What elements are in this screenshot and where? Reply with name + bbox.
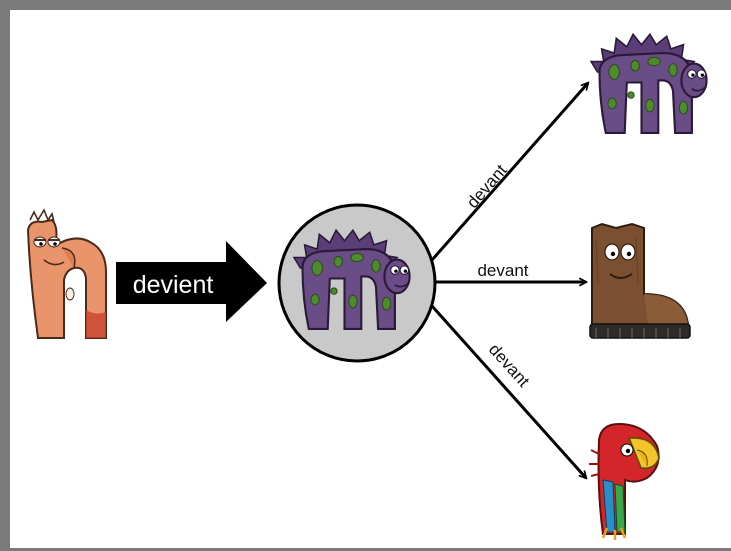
branch-label-bottom: devant <box>485 340 533 391</box>
arrow-to-m <box>430 83 588 261</box>
letter-n-character <box>26 208 107 339</box>
devient-label: devient <box>133 271 214 299</box>
parrot-p-character <box>589 422 660 540</box>
branch-arrows <box>430 83 588 478</box>
branch-label-top: devant <box>463 161 511 212</box>
boot-b-character <box>589 222 691 339</box>
devient-arrow: devient <box>116 241 267 322</box>
center-m-circle <box>277 203 437 363</box>
dinosaur-m-character <box>590 33 708 134</box>
arrow-to-p <box>430 304 586 478</box>
branch-label-middle: devant <box>477 261 528 280</box>
